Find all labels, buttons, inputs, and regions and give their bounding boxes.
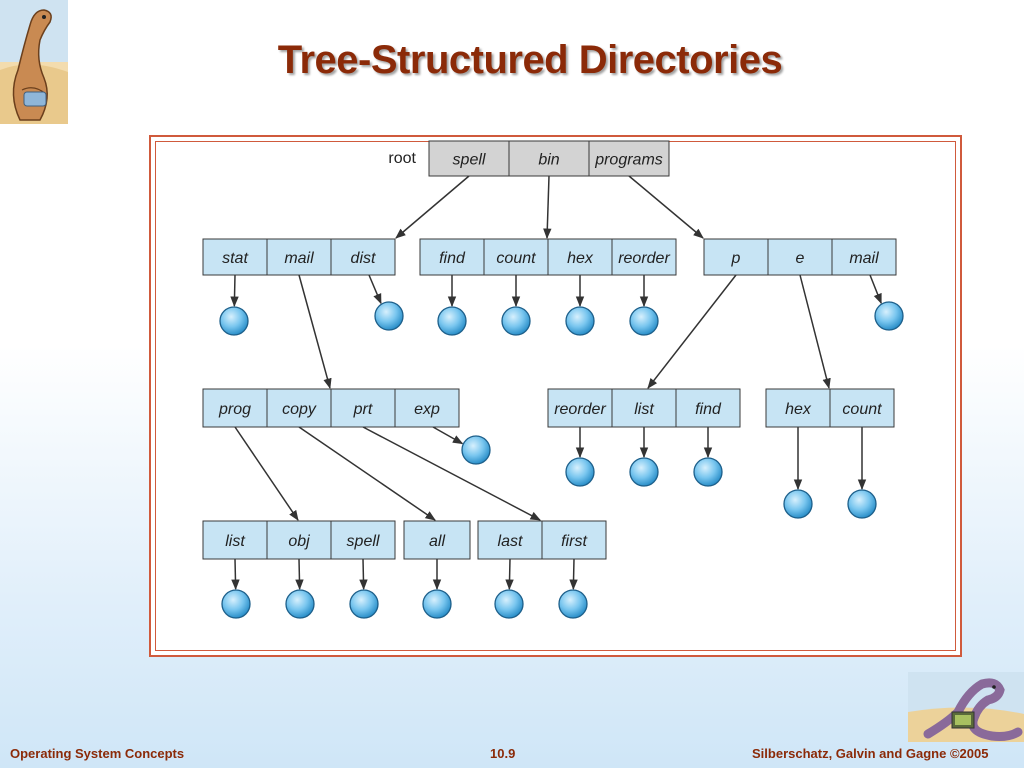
dir-entry-label-bin-reorder: reorder [618, 250, 670, 267]
file-link-prt-last [505, 558, 514, 591]
dir-entry-label-p-list: list [634, 401, 654, 418]
dir-entry-label-programs-p: p [731, 250, 741, 267]
file-link-prog-obj [295, 558, 304, 591]
dir-entry-cell-bin-count [483, 238, 549, 276]
file-node-bin-hex [565, 306, 595, 336]
file-node-prt-last [494, 589, 524, 619]
slide-title: Tree-Structured Directories [277, 38, 783, 82]
dir-entry-label-mail-copy: copy [282, 401, 317, 418]
dir-entry-label-prog-obj: obj [288, 533, 310, 550]
dir-entry-label-root-bin: bin [538, 152, 559, 169]
dir-entry-cell-prog-obj [266, 520, 332, 560]
file-link-mail-exp [432, 426, 464, 445]
dir-entry-label-prog-list: list [225, 533, 245, 550]
dir-entry-cell-spell-stat [202, 238, 268, 276]
file-node-bin-count [501, 306, 531, 336]
dir-entry-label-e-count: count [842, 401, 882, 418]
dir-entry-cell-bin-reorder [611, 238, 677, 276]
dir-entry-label-e-hex: hex [785, 401, 812, 418]
file-node-programs-mail [874, 301, 904, 331]
dir-link-mail-to-copy [298, 426, 436, 521]
dir-entry-label-prog-spell: spell [347, 533, 380, 550]
dinosaur-logo-bottom-right [908, 672, 1024, 742]
dir-entry-label-mail-exp: exp [414, 401, 440, 418]
dir-entry-label-root-spell: spell [453, 152, 486, 169]
file-node-spell-dist [374, 301, 404, 331]
dir-link-root-to-bin [543, 175, 552, 240]
file-node-prog-obj [285, 589, 315, 619]
footer-course-title: Operating System Concepts [10, 746, 185, 761]
dir-entry-cell-e-count [829, 388, 895, 428]
file-node-e-hex [783, 489, 813, 519]
dir-entry-cell-prt-last [477, 520, 543, 560]
file-link-prog-spell [359, 558, 368, 591]
dir-entry-label-bin-find: find [439, 250, 466, 267]
dir-entry-cell-mail-prog [202, 388, 268, 428]
dir-entry-cell-programs-e [767, 238, 833, 276]
file-node-e-count [847, 489, 877, 519]
dir-entry-cell-prog-spell [330, 520, 396, 560]
file-link-prt-first [569, 558, 578, 591]
dir-link-programs-to-p [647, 274, 737, 389]
dir-entry-label-bin-count: count [496, 250, 536, 267]
dir-entry-label-mail-prog: prog [218, 401, 251, 418]
file-node-mail-exp [461, 435, 491, 465]
dir-entry-cell-prog-list [202, 520, 268, 560]
file-node-prog-spell [349, 589, 379, 619]
dir-entry-cell-p-list [611, 388, 677, 428]
dir-entry-label-spell-mail: mail [284, 250, 314, 267]
dir-entry-label-mail-prt: prt [353, 401, 373, 418]
footer-page-number: 10.9 [490, 746, 516, 761]
file-node-p-reorder [565, 457, 595, 487]
file-node-prt-first [558, 589, 588, 619]
dinosaur-logo-top-left [0, 0, 68, 124]
dir-entry-cell-root-bin [508, 140, 590, 177]
file-link-programs-mail [869, 274, 882, 305]
dir-entry-cell-spell-dist [330, 238, 396, 276]
dir-entry-label-p-reorder: reorder [554, 401, 606, 418]
dir-entry-cell-e-hex [765, 388, 831, 428]
dir-entry-cell-mail-exp [394, 388, 460, 428]
dir-entry-label-spell-dist: dist [351, 250, 376, 267]
file-node-spell-stat [219, 306, 249, 336]
file-node-prog-list [221, 589, 251, 619]
dir-entry-cell-programs-mail [831, 238, 897, 276]
file-link-spell-dist [368, 274, 382, 305]
dir-entry-label-prt-last: last [498, 533, 523, 550]
dir-entry-label-prt-first: first [561, 533, 587, 550]
file-node-p-list [629, 457, 659, 487]
file-node-p-find [693, 457, 723, 487]
dir-link-root-to-spell [395, 175, 470, 239]
dir-link-mail-to-prog [234, 426, 299, 521]
dir-entry-label-copy-all: all [429, 533, 445, 550]
dir-entry-cell-copy-all [403, 520, 471, 560]
dir-entry-label-programs-mail: mail [849, 250, 879, 267]
file-node-bin-find [437, 306, 467, 336]
dir-entry-cell-mail-copy [266, 388, 332, 428]
dir-entry-label-root-programs: programs [594, 152, 663, 169]
dir-entry-cell-p-reorder [547, 388, 613, 428]
dir-entry-cell-mail-prt [330, 388, 396, 428]
tree-directory-diagram: spell bin programs stat mail dist find count hex… [202, 140, 904, 619]
footer-copyright: Silberschatz, Galvin and Gagne ©2005 [752, 746, 989, 761]
file-link-prog-list [231, 558, 240, 591]
dir-entry-label-spell-stat: stat [222, 250, 248, 267]
dir-entry-label-bin-hex: hex [567, 250, 594, 267]
dir-link-root-to-programs [628, 175, 704, 239]
diagram-frame: spell bin programs stat mail dist find count hex… [149, 135, 962, 657]
dir-entry-cell-root-programs [588, 140, 670, 177]
dir-entry-label-p-find: find [695, 401, 722, 418]
dir-link-mail-to-prt [362, 426, 541, 521]
dir-entry-cell-prt-first [541, 520, 607, 560]
dir-entry-label-programs-e: e [796, 250, 805, 267]
file-node-bin-reorder [629, 306, 659, 336]
dir-entry-cell-programs-p [703, 238, 769, 276]
file-link-spell-stat [230, 274, 239, 308]
dir-entry-cell-p-find [675, 388, 741, 428]
dir-link-spell-to-mail [298, 274, 332, 390]
root-label: root [388, 150, 416, 167]
dir-link-programs-to-e [799, 274, 831, 390]
file-node-copy-all [422, 589, 452, 619]
